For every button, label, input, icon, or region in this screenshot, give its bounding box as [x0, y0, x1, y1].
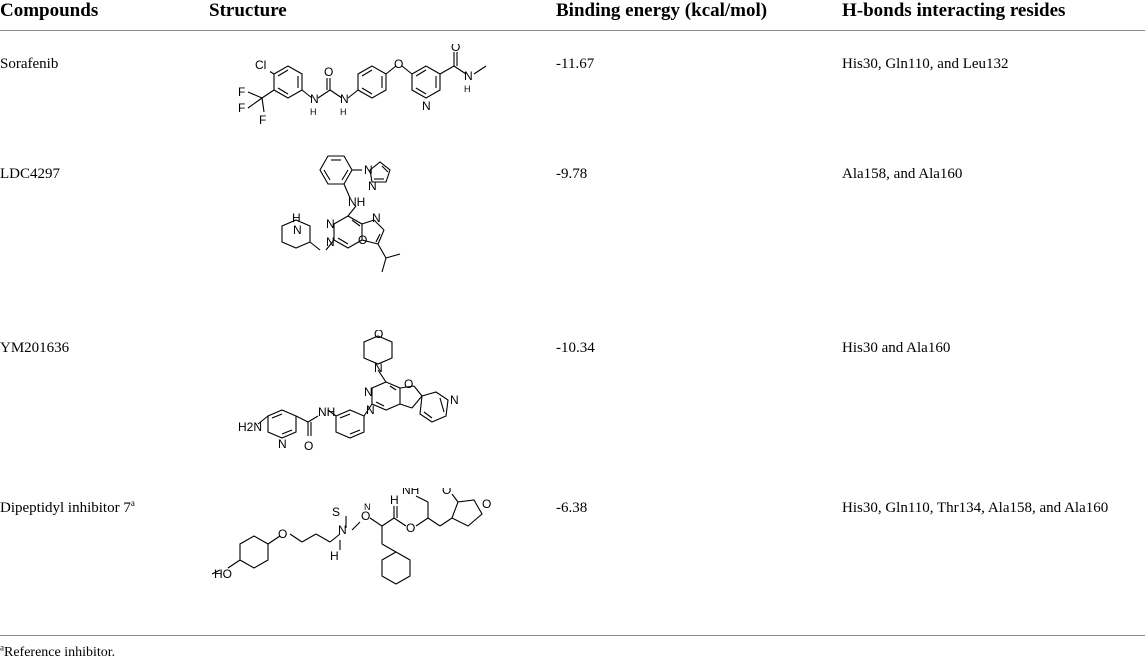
ym201636-structure-icon: O N N N O N H2N N NH O [238, 327, 498, 465]
svg-text:Cl: Cl [255, 58, 266, 72]
svg-text:F: F [238, 101, 245, 115]
svg-text:O: O [278, 527, 287, 541]
header-structure: Structure [209, 0, 287, 21]
svg-text:N: N [364, 163, 373, 177]
svg-text:O: O [394, 57, 403, 71]
svg-text:N: N [372, 211, 381, 225]
hbond-residues: His30 and Ala160 [842, 340, 951, 356]
svg-text:N: N [464, 69, 473, 83]
svg-text:O: O [404, 377, 413, 391]
svg-text:H: H [310, 107, 317, 117]
svg-text:N: N [366, 403, 375, 417]
svg-text:N: N [450, 393, 459, 407]
binding-energy-value: -11.67 [556, 56, 595, 72]
svg-text:N: N [374, 361, 383, 375]
sorafenib-structure-icon: Cl F F F N H N H O O O N N H [226, 40, 506, 135]
binding-energy-value: -10.34 [556, 340, 595, 356]
svg-text:O: O [358, 233, 367, 247]
compound-name: Dipeptidyl inhibitor 7a [0, 498, 135, 517]
bottom-rule [0, 635, 1145, 636]
svg-text:S: S [332, 505, 340, 519]
svg-text:N: N [364, 502, 371, 512]
compound-name: Sorafenib [0, 56, 59, 72]
svg-text:O: O [406, 521, 415, 535]
svg-text:O: O [304, 439, 313, 453]
svg-text:N: N [293, 223, 302, 237]
svg-text:N: N [364, 385, 373, 399]
compound-name: LDC4297 [0, 166, 60, 182]
svg-text:N: N [310, 92, 319, 106]
header-rule [0, 30, 1145, 31]
svg-text:O: O [374, 330, 383, 341]
svg-text:O: O [442, 488, 451, 497]
ldc4297-structure-icon: N N NH H N N N N O [262, 150, 442, 305]
header-hbonds: H-bonds interacting resides [842, 0, 1066, 21]
svg-text:O: O [324, 65, 333, 79]
svg-text:N: N [368, 179, 377, 193]
header-binding-energy: Binding energy (kcal/mol) [556, 0, 768, 21]
dipeptidyl-structure-icon: HO O NH O O S N H O N H O [206, 483, 536, 615]
svg-text:O: O [451, 44, 460, 54]
compound-name: YM201636 [0, 340, 70, 356]
svg-text:O: O [482, 497, 491, 511]
svg-text:H: H [464, 84, 471, 94]
svg-text:H: H [292, 211, 301, 225]
header-compounds: Compounds [0, 0, 99, 21]
svg-text:H2N: H2N [238, 420, 262, 434]
svg-text:NH: NH [318, 405, 335, 419]
hbond-residues: His30, Gln110, Thr134, Ala158, and Ala16… [842, 500, 1109, 516]
binding-energy-value: -6.38 [556, 500, 588, 516]
hbond-residues: Ala158, and Ala160 [842, 166, 963, 182]
svg-text:H: H [340, 107, 347, 117]
hbond-residues: His30, Gln110, and Leu132 [842, 56, 1009, 72]
svg-text:N: N [278, 437, 287, 451]
svg-text:N: N [422, 99, 431, 113]
svg-text:F: F [259, 113, 266, 127]
svg-text:O: O [361, 509, 370, 523]
svg-text:HO: HO [214, 567, 232, 581]
svg-text:NH: NH [348, 195, 365, 209]
svg-text:N: N [340, 92, 349, 106]
binding-energy-value: -9.78 [556, 166, 588, 182]
svg-text:NH: NH [402, 488, 419, 497]
footnote: aReference inhibitor. [0, 642, 116, 660]
svg-text:F: F [238, 85, 245, 99]
svg-text:H: H [330, 549, 339, 563]
svg-text:N: N [338, 523, 347, 537]
svg-text:H: H [390, 493, 399, 507]
svg-text:N: N [326, 235, 335, 249]
svg-text:N: N [326, 217, 335, 231]
